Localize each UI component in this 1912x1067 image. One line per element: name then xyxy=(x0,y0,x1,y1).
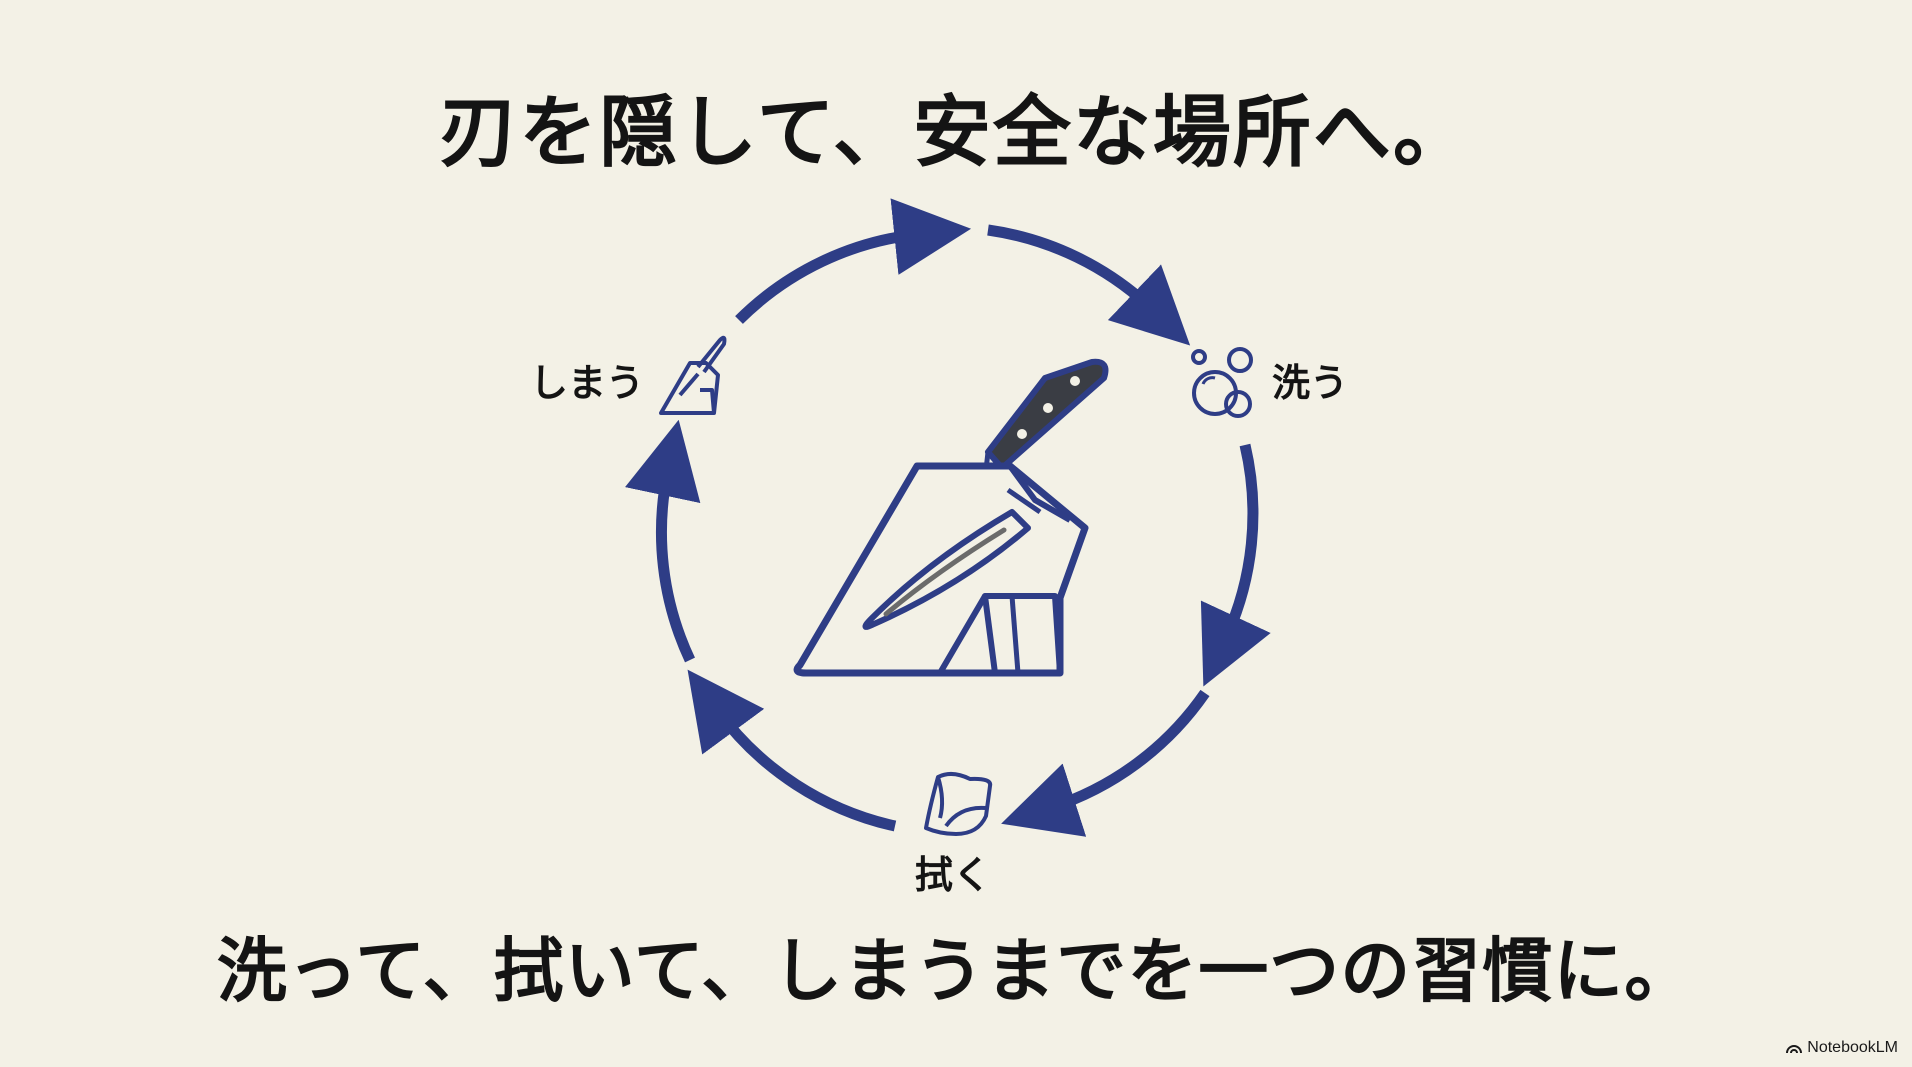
bubbles-icon xyxy=(1191,347,1253,418)
step-store: しまう xyxy=(530,335,727,415)
arrow-top-left xyxy=(735,198,972,324)
arrow-right xyxy=(1200,443,1271,687)
step-label-wash: 洗う xyxy=(1272,361,1348,405)
step-wipe: 拭く xyxy=(915,772,993,897)
knife-in-block-icon xyxy=(793,358,1109,677)
page-title: 刃を隠して、安全な場所へ。 xyxy=(439,88,1473,178)
arrow-bottom-left xyxy=(687,669,897,832)
arrow-bottom-right xyxy=(1001,689,1210,837)
step-label-store: しまう xyxy=(530,361,644,405)
notebooklm-icon xyxy=(1786,1045,1803,1054)
brand-watermark: NotebookLM xyxy=(1786,1039,1898,1057)
step-label-wipe: 拭く xyxy=(915,853,991,897)
knife-block-icon xyxy=(659,335,727,415)
arrow-top-right xyxy=(987,224,1191,346)
step-wash: 洗う xyxy=(1191,347,1348,418)
bottom-caption: 洗って、拭いて、しまうまでを一つの習慣に。 xyxy=(216,930,1696,1012)
cycle-arrows xyxy=(625,198,1271,837)
arrow-left xyxy=(625,419,701,663)
brand-label: NotebookLM xyxy=(1807,1039,1898,1056)
cloth-icon xyxy=(924,772,993,836)
